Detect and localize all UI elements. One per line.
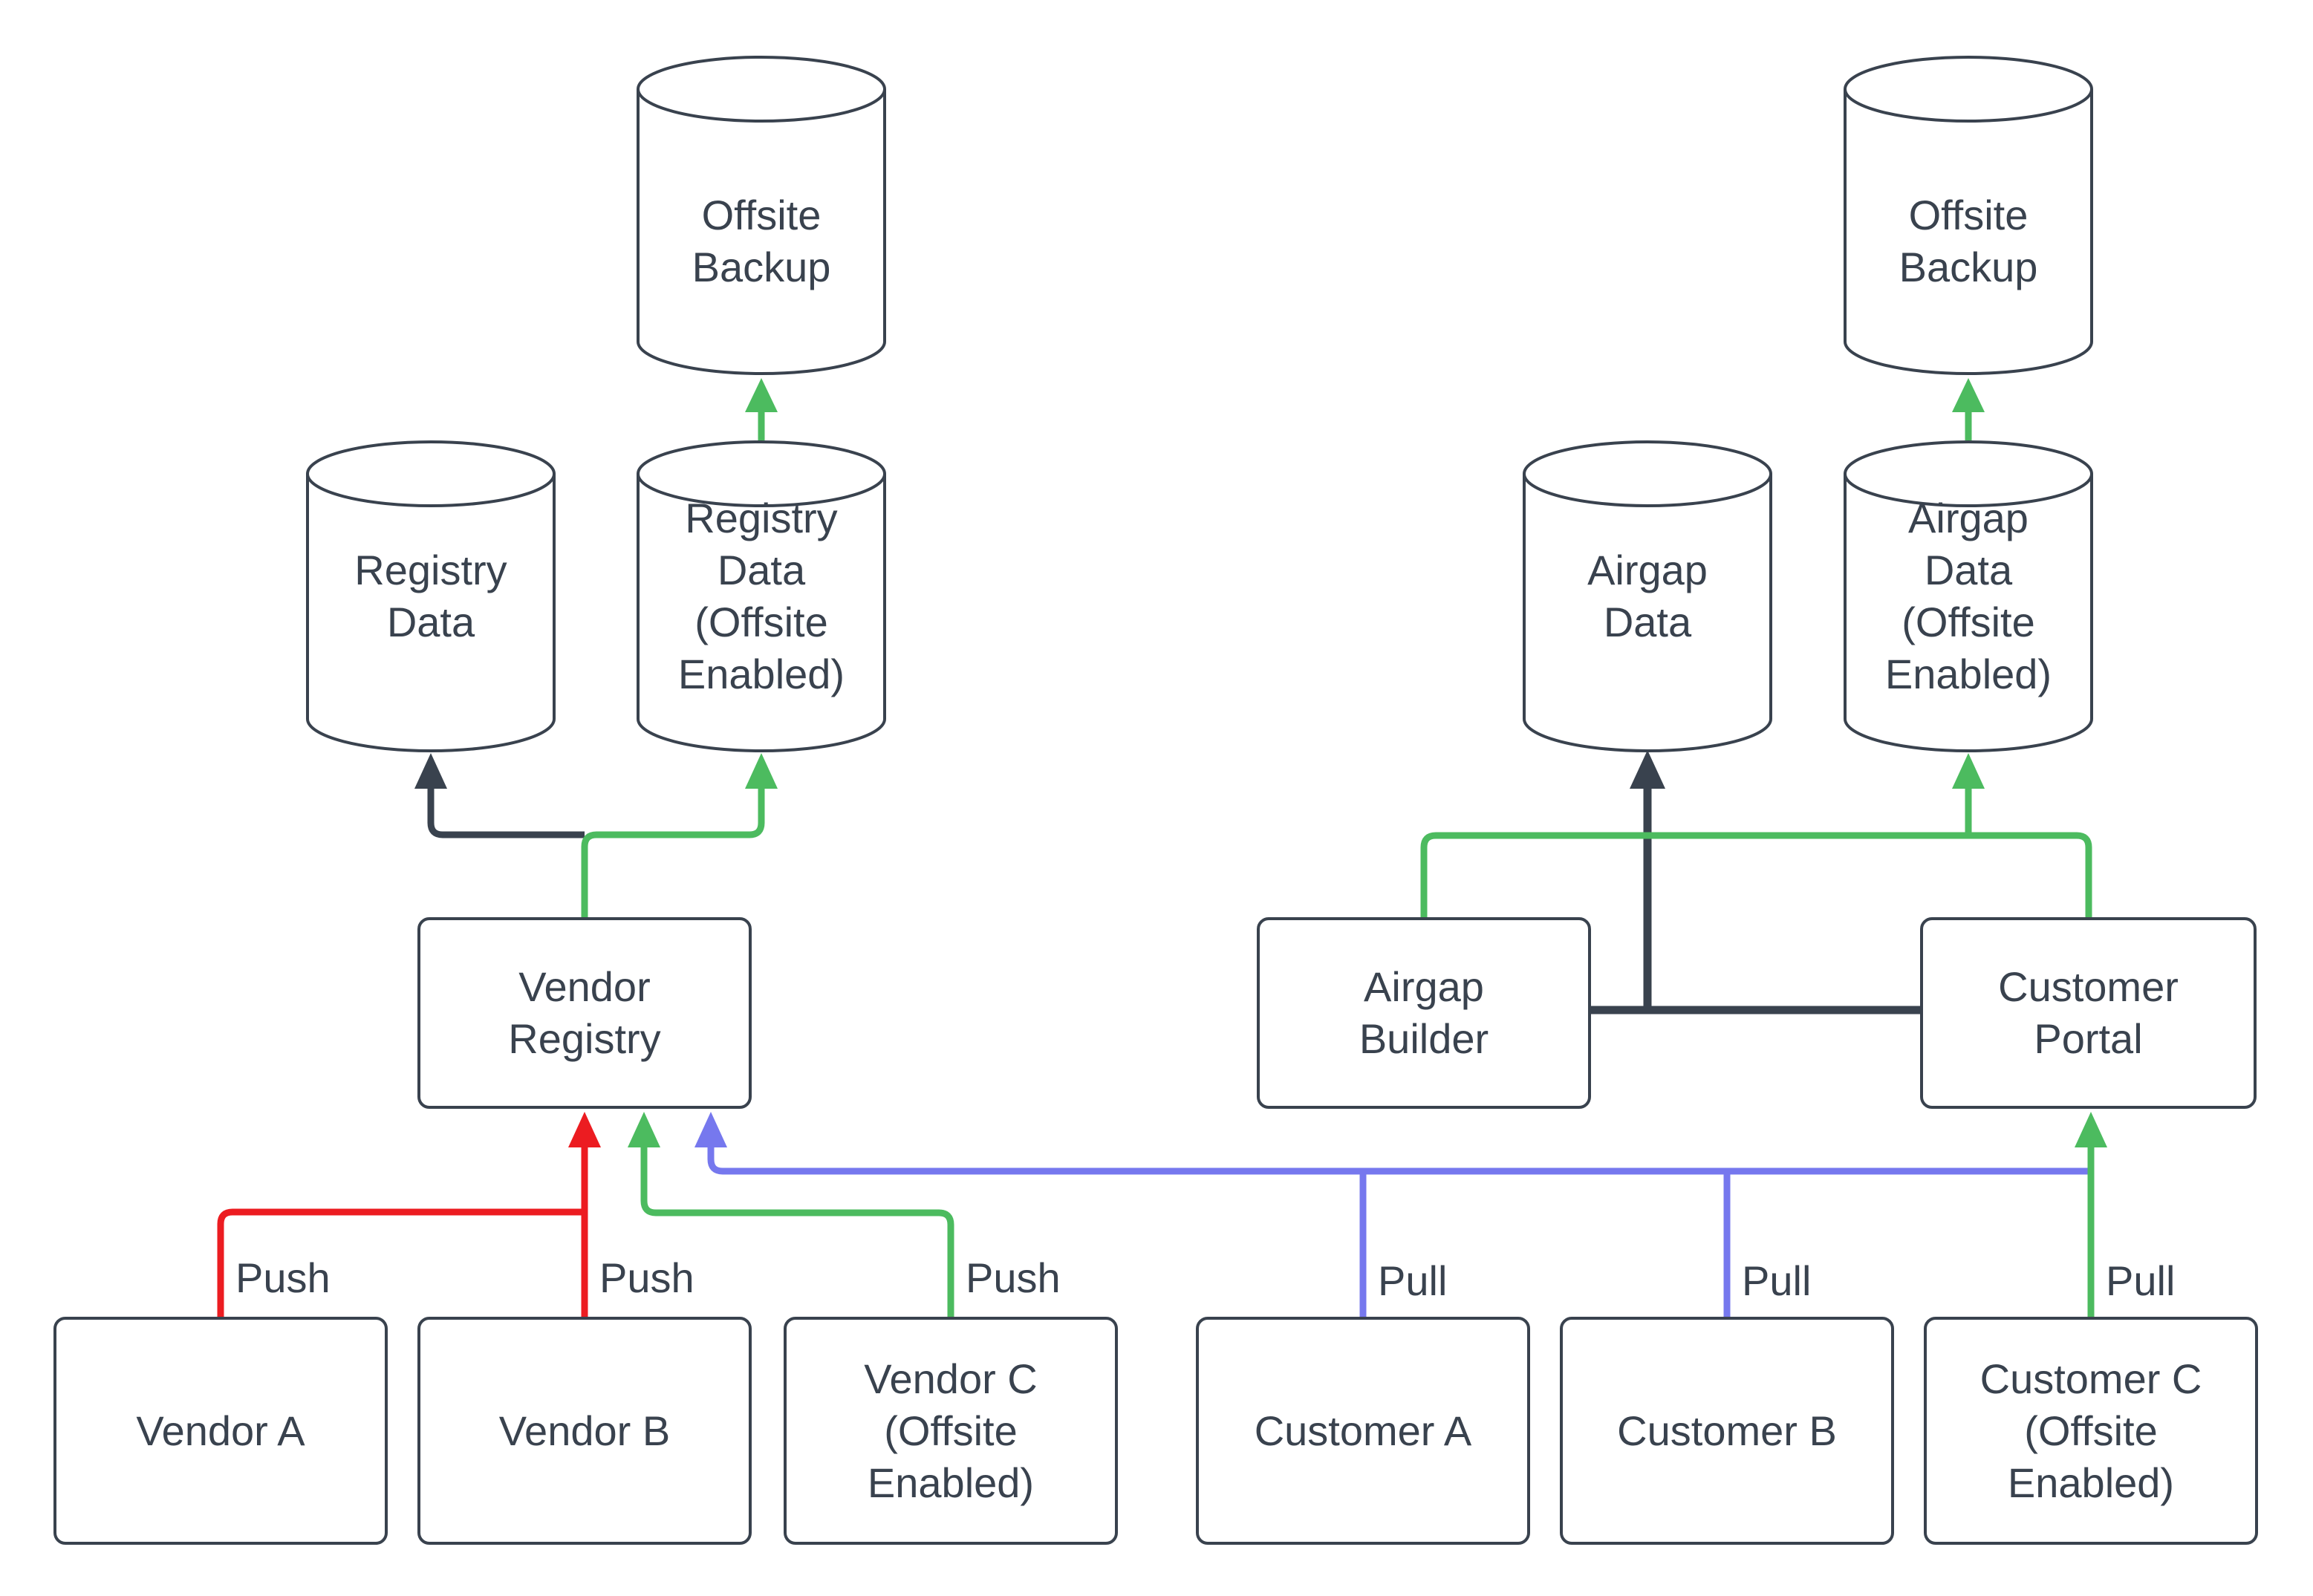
pull-label-customer-c: Pull [2106, 1257, 2176, 1304]
cylinder-airgap-data-offsite [1844, 440, 2093, 752]
customer-c-node: Customer C (Offsite Enabled) [1924, 1317, 2258, 1545]
vendor-a-node: Vendor A [53, 1317, 388, 1545]
edge-pull-customers-to-vendor-registry [694, 1112, 2088, 1317]
edge-push-vendor-c-arrowhead [628, 1112, 660, 1147]
edge-push-red-arrowhead [568, 1112, 601, 1147]
edge-push-vendor-c-line [640, 1147, 954, 1317]
edge-pull-customer-c [2075, 1112, 2107, 1317]
cylinder-top-ellipse [637, 56, 886, 123]
vendor-c-node: Vendor C (Offsite Enabled) [784, 1317, 1118, 1545]
edge-airgap-offsite-to-backup [1952, 378, 1985, 440]
push-label-vendor-a: Push [235, 1254, 331, 1301]
cylinder-top-ellipse [1844, 56, 2093, 123]
customer-a-node: Customer A [1196, 1317, 1530, 1545]
edge-registry-offsite-arrowhead [745, 753, 778, 789]
cylinder-offsite-backup-left [637, 56, 886, 375]
edge-pull-main-line [707, 1147, 2088, 1175]
edge-push-vendor-a-b [217, 1112, 601, 1317]
edge-portal-green-link [1420, 753, 2092, 917]
edge-registry-offsite-to-backup [745, 378, 778, 440]
edge-registry-data-line [427, 789, 585, 838]
edge-push-vendor-a-line [217, 1208, 585, 1317]
customer-b-node: Customer B [1560, 1317, 1894, 1545]
edge-airgap-offsite-arrowhead [1952, 753, 1985, 789]
edge-pull-customer-c-arrowhead [2075, 1112, 2107, 1147]
airgap-builder-node: Airgap Builder [1257, 917, 1591, 1109]
cylinder-registry-data [306, 440, 556, 752]
customer-portal-node: Customer Portal [1920, 917, 2257, 1109]
edge-push-vendor-c [628, 1112, 954, 1317]
pull-label-customer-b: Pull [1742, 1257, 1812, 1304]
push-label-vendor-c: Push [966, 1254, 1061, 1301]
edge-right-backup-arrowhead [1952, 378, 1985, 412]
edge-portal-builder-line [1420, 832, 2092, 917]
vendor-b-node: Vendor B [417, 1317, 752, 1545]
vendor-registry-node: Vendor Registry [417, 917, 752, 1109]
cylinder-top-ellipse [1844, 440, 2093, 507]
edge-registry-offsite-line [581, 789, 765, 917]
cylinder-top-ellipse [637, 440, 886, 507]
cylinder-top-ellipse [306, 440, 556, 507]
edge-builder-portal-to-airgap-data [1591, 750, 1920, 1014]
cylinder-registry-data-offsite [637, 440, 886, 752]
edge-registry-data-arrowhead [414, 753, 447, 789]
edge-pull-arrowhead [694, 1112, 727, 1147]
push-label-vendor-b: Push [599, 1254, 694, 1301]
pull-label-customer-a: Pull [1378, 1257, 1448, 1304]
cylinder-airgap-data [1523, 440, 1772, 752]
cylinder-top-ellipse [1523, 440, 1772, 507]
cylinder-offsite-backup-right [1844, 56, 2093, 375]
edge-airgap-data-arrowhead [1630, 750, 1665, 789]
edge-left-backup-arrowhead [745, 378, 778, 412]
edge-vendor-registry-to-registry-data [414, 753, 585, 838]
edge-vendor-registry-to-registry-offsite [581, 753, 778, 917]
